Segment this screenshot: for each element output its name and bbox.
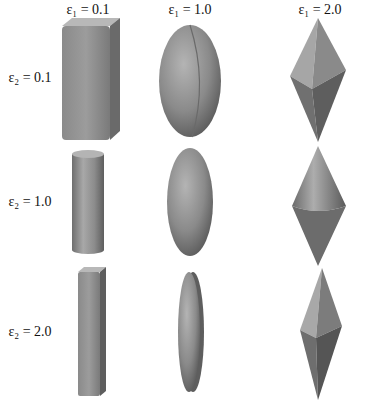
- ellipsoid-shape: [190, 25, 200, 137]
- ellipsoid-shape: [167, 148, 213, 256]
- double-cone-shape: [292, 146, 346, 266]
- octahedron-shape: [312, 70, 346, 142]
- column-label: ε₁ = 1.0: [168, 2, 211, 17]
- double-cone-shape: [292, 146, 346, 211]
- double-cone-shape: [292, 206, 346, 266]
- disc-shape: [178, 272, 204, 392]
- cuboid-shape: [62, 26, 110, 140]
- cuboid-shape: [110, 18, 120, 140]
- cuboid-shape: [62, 18, 120, 140]
- ellipsoid-shape: [159, 25, 221, 137]
- faceted-diamond-shape: [300, 268, 342, 400]
- thin-cuboid-shape: [100, 267, 106, 396]
- faceted-diamond-shape: [316, 268, 342, 338]
- faceted-diamond-shape: [316, 326, 342, 400]
- faceted-diamond-shape: [300, 330, 318, 400]
- row-label: ε₂ = 1.0: [8, 194, 51, 209]
- ellipsoid-shape: [167, 148, 213, 256]
- column-label: ε₁ = 0.1: [66, 2, 109, 17]
- octahedron-shape: [290, 76, 318, 142]
- octahedron-shape: [290, 18, 346, 142]
- thin-cuboid-shape: [78, 267, 106, 396]
- cylinder-shape: [72, 150, 104, 158]
- cylinder-shape: [72, 150, 104, 254]
- disc-shape: [178, 272, 200, 392]
- thin-cuboid-shape: [78, 272, 100, 396]
- cuboid-shape: [62, 18, 120, 26]
- column-label: ε₁ = 2.0: [298, 2, 341, 17]
- row-label: ε₂ = 2.0: [8, 324, 51, 339]
- row-label: ε₂ = 0.1: [8, 70, 51, 85]
- cylinder-shape: [72, 154, 104, 254]
- ellipsoid-shape: [159, 25, 221, 137]
